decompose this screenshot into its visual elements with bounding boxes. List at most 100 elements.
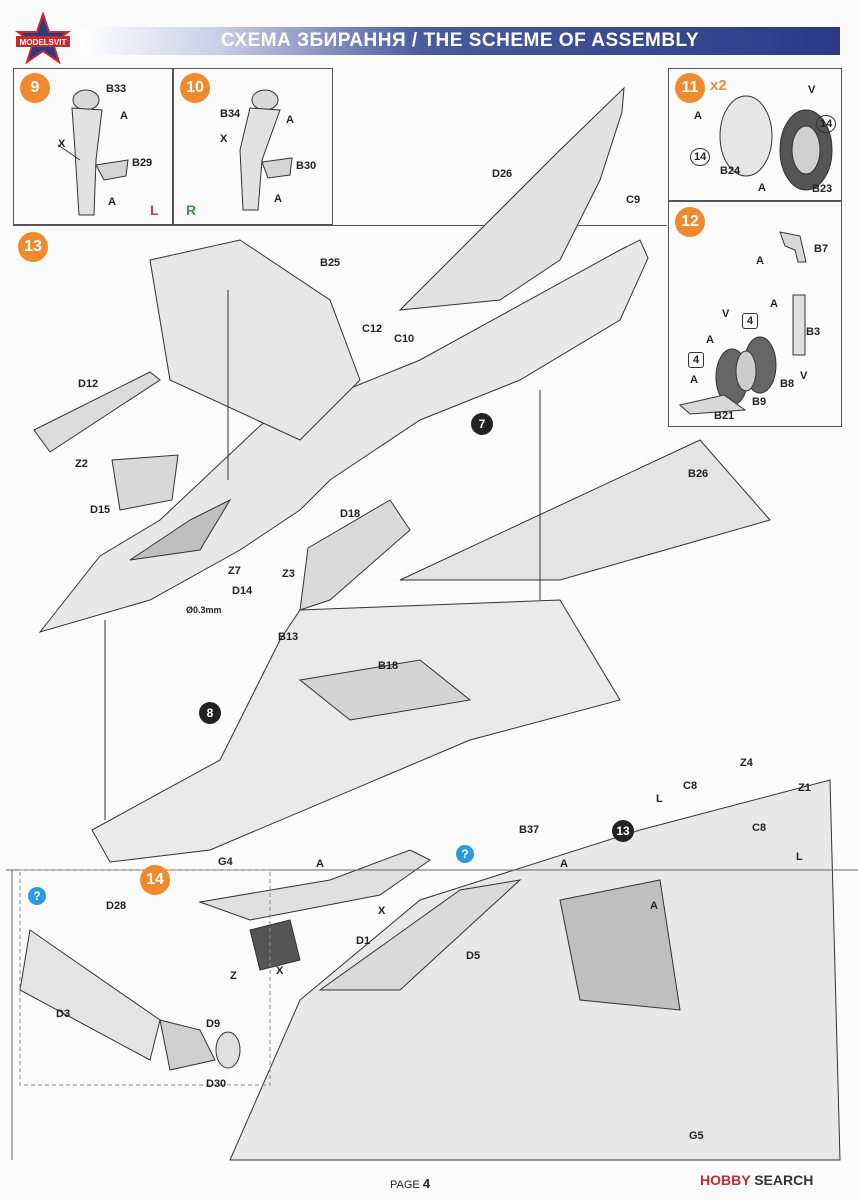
part-label: B26 [688, 468, 709, 480]
part-label: Z7 [228, 565, 241, 577]
step-14-number: 14 [140, 865, 170, 895]
step-12-number: 12 [675, 207, 705, 237]
glue-label: X [378, 905, 386, 917]
step-13-number: 13 [18, 232, 48, 262]
part-label: Z2 [75, 458, 88, 470]
glue-label: A [758, 182, 766, 194]
wing-underside-drawing [19, 779, 841, 1161]
part-label: G5 [689, 1130, 704, 1142]
help-icon: ? [456, 845, 474, 863]
part-label: B30 [296, 160, 317, 172]
glue-label: V [808, 84, 816, 96]
help-icon: ? [28, 887, 46, 905]
page-number: PAGE 4 [390, 1176, 430, 1191]
glue-label: A [286, 114, 294, 126]
modelsvit-logo: MODELSVIT [14, 12, 72, 65]
glue-label: L [656, 793, 663, 805]
part-label: B24 [720, 165, 741, 177]
part-label: B7 [814, 243, 829, 255]
part-label: Z4 [740, 757, 753, 769]
glue-label: A [316, 858, 324, 870]
part-label: D9 [206, 1018, 221, 1030]
subassembly-7-ref: 7 [471, 413, 493, 435]
part-label: B23 [812, 183, 833, 195]
drill-hole-label: Ø0.3mm [186, 605, 222, 615]
page-title: СХЕМА ЗБИРАННЯ / THE SCHEME OF ASSEMBLY [220, 30, 700, 51]
part-label: D14 [232, 585, 253, 597]
part-label: C8 [752, 822, 767, 834]
fuselage-drawing [33, 86, 771, 633]
part-label: B25 [320, 257, 341, 269]
part-label: D30 [206, 1078, 227, 1090]
callout-label: 4 [742, 313, 759, 329]
side-left-label: L [150, 202, 159, 218]
glue-label: A [756, 255, 764, 267]
callout-label: 4 [688, 352, 705, 368]
lower-wing-drawing [91, 599, 621, 863]
part-label: D1 [356, 935, 371, 947]
glue-label: A [560, 858, 568, 870]
callout-label: 14 [816, 115, 837, 133]
logo-text: MODELSVIT [20, 38, 67, 47]
subassembly-8-ref: 8 [199, 702, 221, 724]
part-label: Z3 [282, 568, 295, 580]
watermark: HOBBY SEARCH [700, 1172, 813, 1188]
part-label: D28 [106, 900, 127, 912]
watermark-search: SEARCH [754, 1172, 814, 1188]
part-label: B13 [278, 631, 299, 643]
glue-label: V [722, 308, 730, 320]
glue-label: X [220, 133, 228, 145]
step-10-number: 10 [180, 73, 210, 103]
part-label: C8 [683, 780, 698, 792]
part-label: B29 [132, 157, 153, 169]
step-11-multiplier: x2 [710, 77, 727, 94]
glue-label: V [800, 370, 808, 382]
glue-label: L [796, 851, 803, 863]
part-label: B3 [806, 326, 821, 338]
seat-right-drawing [239, 89, 293, 211]
part-label: C9 [626, 194, 641, 206]
side-right-label: R [186, 202, 197, 218]
part-label: B37 [519, 824, 540, 836]
nose-gear-drawing [678, 231, 807, 415]
watermark-hobby: HOBBY [700, 1172, 751, 1188]
step-13-frame [13, 225, 667, 226]
glue-label: A [108, 196, 116, 208]
part-label: D5 [466, 950, 481, 962]
part-label: B33 [106, 83, 127, 95]
title-bar: СХЕМА ЗБИРАННЯ / THE SCHEME OF ASSEMBLY [80, 27, 840, 55]
part-label: D15 [90, 504, 111, 516]
part-label: B9 [752, 396, 767, 408]
glue-label: A [706, 334, 714, 346]
part-label: C12 [362, 323, 383, 335]
glue-label: A [120, 110, 128, 122]
part-label: D18 [340, 508, 361, 520]
part-label: C10 [394, 333, 415, 345]
step-9-number: 9 [20, 73, 50, 103]
glue-label: A [274, 193, 282, 205]
part-label: D12 [78, 378, 99, 390]
glue-label: Z [230, 970, 237, 982]
page-header: СХЕМА ЗБИРАННЯ / THE SCHEME OF ASSEMBLY … [0, 12, 858, 68]
glue-label: X [276, 965, 284, 977]
step-11-number: 11 [675, 73, 705, 103]
glue-label: A [650, 900, 658, 912]
page-num: 4 [422, 1176, 431, 1191]
subassembly-13-ref: 13 [612, 820, 634, 842]
part-label: Z1 [798, 782, 811, 794]
part-label: G4 [218, 856, 233, 868]
glue-label: A [690, 374, 698, 386]
part-label: B34 [220, 108, 241, 120]
seat-left-drawing [57, 89, 129, 216]
part-label: B18 [378, 660, 399, 672]
glue-label: A [694, 110, 702, 122]
callout-label: 14 [690, 148, 711, 166]
glue-label: X [58, 138, 66, 150]
part-label: B21 [714, 410, 735, 422]
page-label: PAGE [390, 1179, 420, 1191]
part-label: D26 [492, 168, 513, 180]
part-label: B8 [780, 378, 795, 390]
part-label: D3 [56, 1008, 71, 1020]
glue-label: A [770, 298, 778, 310]
